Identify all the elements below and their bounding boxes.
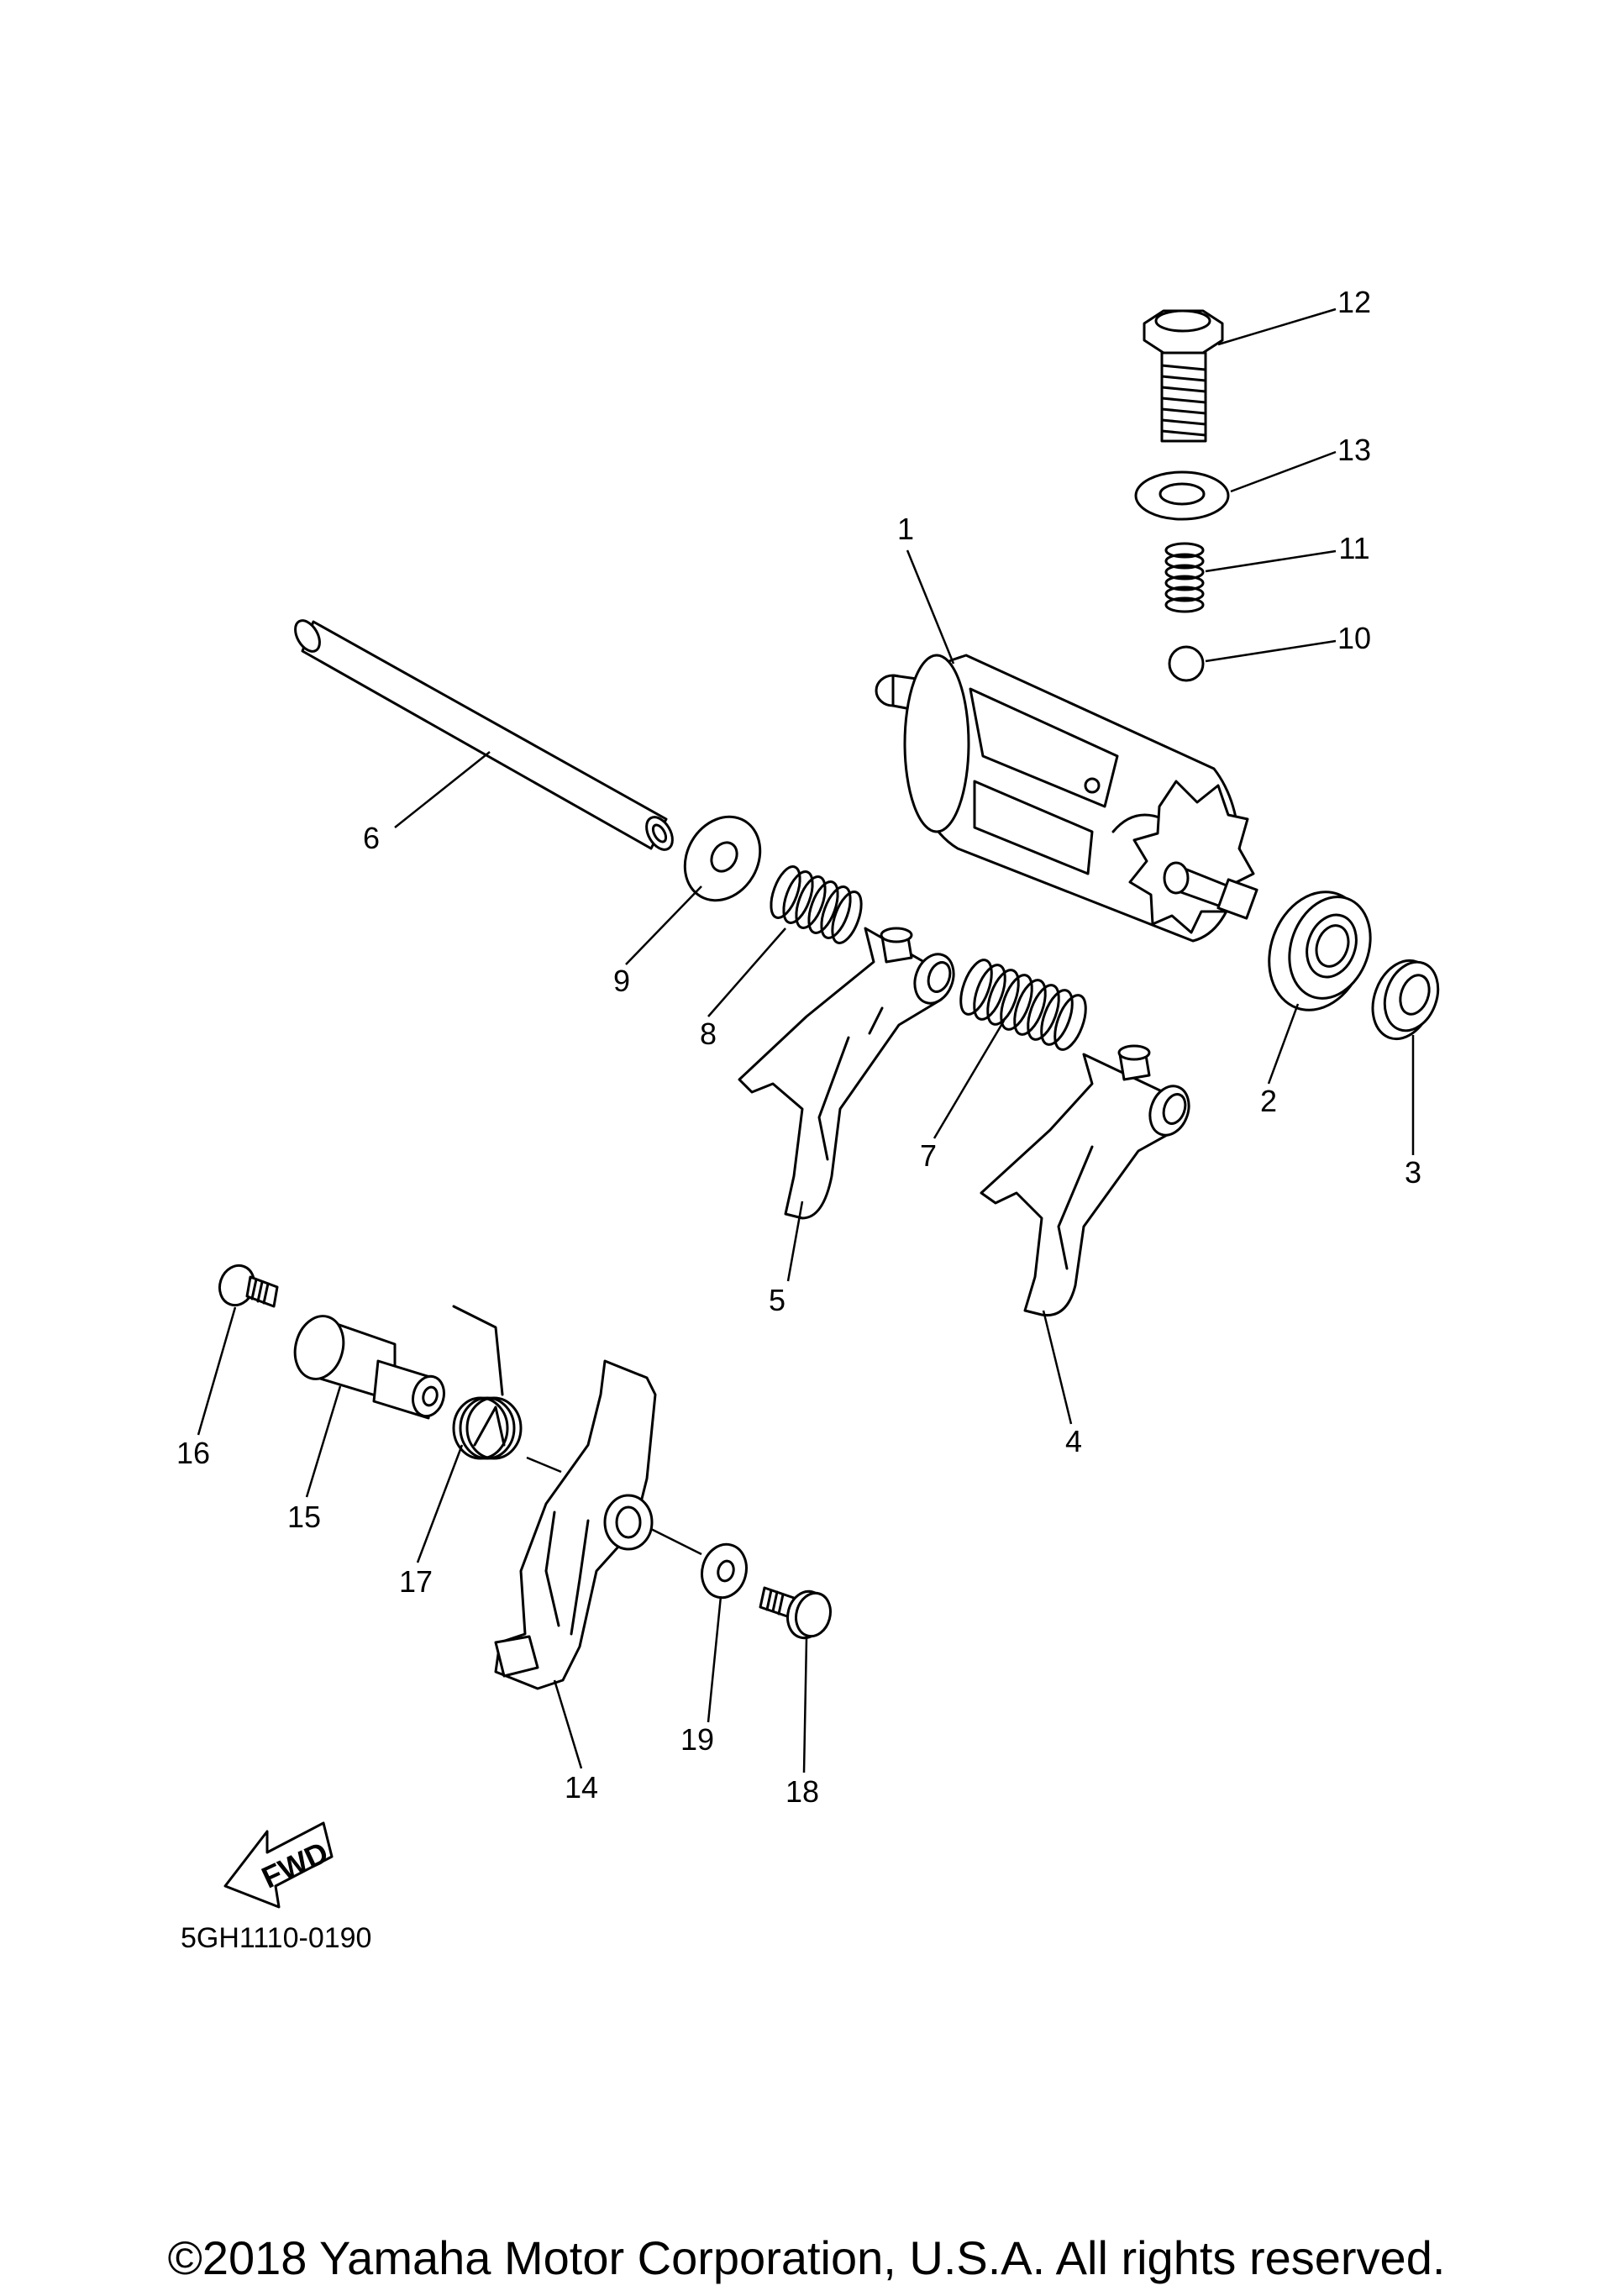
part-1-shift-drum [875,654,1258,943]
part-13-washer [1134,470,1230,521]
part-5-shift-fork [738,927,955,1220]
callout-7: 7 [920,1138,937,1173]
callout-12: 12 [1337,285,1371,319]
part-7-spring [959,959,1087,1051]
part-11-spring [1164,542,1205,613]
callout-14: 14 [565,1770,598,1805]
callout-6: 6 [363,821,380,855]
part-9-washer [683,815,762,902]
diagram-code: 5GH1110-0190 [181,1922,371,1954]
callout-18: 18 [785,1774,819,1809]
part-10-ball [1168,645,1205,682]
fwd-arrow-icon: FWD [223,1821,334,1909]
part-8-spring [770,865,863,944]
callout-19: 19 [680,1722,714,1757]
copyright-notice: ©2018 Yamaha Motor Corporation, U.S.A. A… [167,2231,1446,2284]
part-3-seal [1371,959,1440,1041]
callout-11: 11 [1338,531,1369,565]
callout-9: 9 [613,964,630,998]
part-18-bolt [759,1586,832,1640]
callout-4: 4 [1065,1424,1082,1458]
callout-10: 10 [1337,621,1371,655]
part-17-torsion-spring [452,1305,523,1460]
callout-2: 2 [1260,1084,1277,1118]
callout-numbers: 12 13 11 10 1 6 9 8 7 5 4 2 3 16 15 17 1… [176,285,1421,1809]
callout-1: 1 [897,512,914,546]
part-19-washer [701,1542,748,1600]
callout-13: 13 [1337,433,1371,467]
callout-8: 8 [700,1017,717,1051]
part-15-collar [293,1315,445,1420]
callout-5: 5 [769,1283,785,1317]
leader-lines [197,307,1415,1773]
part-6-guide-bar [294,619,674,851]
part-4-shift-fork [980,1044,1190,1317]
callout-16: 16 [176,1436,210,1470]
part-14-shift-lever [494,1359,657,1690]
callout-17: 17 [399,1564,433,1599]
part-2-bearing [1268,891,1372,1011]
callout-15: 15 [287,1500,321,1534]
part-12-bolt [1143,309,1224,443]
part-16-bolt [218,1264,279,1308]
callout-3: 3 [1405,1155,1421,1190]
